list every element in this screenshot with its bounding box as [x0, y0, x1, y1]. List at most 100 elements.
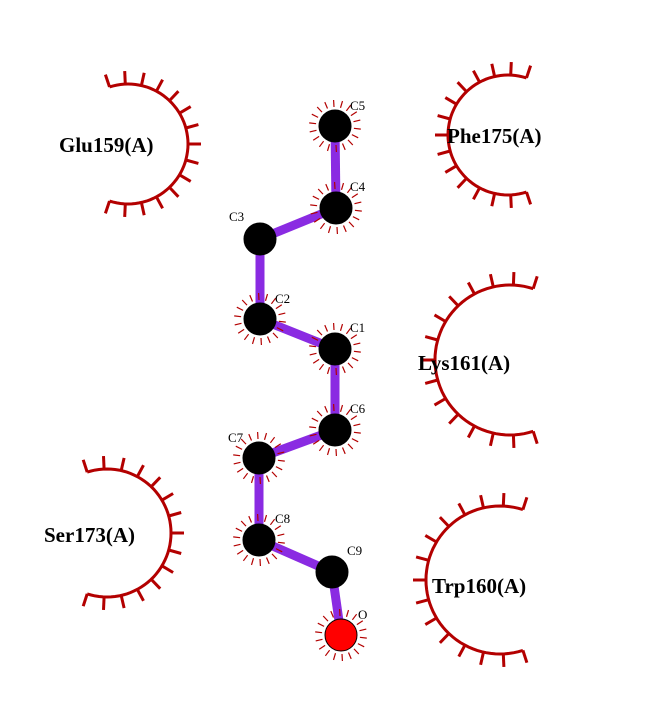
contact-spoke: [351, 613, 358, 621]
contact-spoke: [357, 643, 365, 648]
contact-spoke: [241, 299, 248, 306]
contact-spoke: [353, 119, 361, 123]
contact-spoke: [341, 366, 346, 374]
contact-spoke: [342, 225, 347, 233]
atom-label-c8: C8: [275, 511, 290, 526]
contact-spoke: [317, 622, 325, 627]
residue-arc-spoke: [178, 173, 192, 183]
residue-arc-spoke: [466, 281, 476, 295]
contact-spoke: [339, 323, 344, 331]
atom-c1: [318, 332, 352, 366]
contact-spoke: [309, 433, 317, 437]
contact-spoke: [251, 337, 256, 345]
contact-spoke: [330, 610, 335, 618]
residue-arc-spoke: [178, 105, 192, 115]
contact-spoke: [319, 222, 326, 230]
atom-c5: [318, 109, 352, 143]
contact-spoke: [339, 100, 344, 108]
contact-spoke: [265, 557, 270, 565]
atom-c8: [242, 523, 276, 557]
contact-spoke: [271, 553, 278, 560]
residue-arc-spoke: [424, 616, 438, 626]
atom-label-c4: C4: [350, 179, 366, 194]
contact-spoke: [318, 444, 325, 452]
residue-arc-spoke: [525, 65, 533, 79]
contact-spoke: [248, 515, 253, 523]
contact-spoke: [340, 182, 345, 190]
contact-spokes-o: [315, 608, 367, 662]
residue-arc-spoke: [437, 114, 451, 121]
residue-arc-spoke: [139, 202, 146, 216]
residue-arc-spoke: [472, 187, 481, 201]
contact-spoke: [353, 648, 360, 655]
contact-spoke: [350, 111, 358, 117]
contact-spoke: [341, 447, 346, 455]
residue-arc-spoke: [490, 63, 497, 77]
contact-spoke: [351, 357, 359, 362]
residue-arc-spoke: [437, 149, 451, 156]
contact-spokes-c8: [233, 513, 285, 567]
residue-arc-spoke: [501, 493, 506, 507]
contact-spoke: [353, 342, 361, 346]
contact-spoke: [325, 183, 330, 191]
contact-spoke: [326, 367, 331, 375]
atom-label-c6: C6: [350, 401, 366, 416]
residue-arc-spoke: [525, 191, 533, 205]
contact-spoke: [345, 609, 350, 617]
contact-spoke: [274, 525, 282, 531]
residue-arc-spoke: [531, 275, 539, 290]
contact-spoke: [351, 193, 359, 199]
contact-spoke: [278, 312, 286, 316]
residue-arc-spoke: [466, 425, 476, 439]
residue-arc-spoke: [444, 164, 458, 174]
atom-label-c1: C1: [350, 320, 365, 335]
contact-spoke: [353, 423, 361, 427]
residue-arc-spoke: [139, 72, 146, 86]
residue-arc-spoke: [168, 186, 180, 198]
contact-spoke: [236, 306, 244, 311]
contact-spoke: [275, 304, 283, 310]
atom-c2: [243, 302, 277, 336]
residue-arc-spoke: [438, 632, 450, 644]
residue-arc-spoke: [155, 196, 164, 210]
residue-arc-spoke: [448, 413, 460, 425]
contact-spoke: [265, 475, 270, 483]
residue-arc-spoke: [185, 158, 199, 165]
residue-arc-spoke: [488, 432, 495, 447]
contact-spoke: [353, 350, 361, 353]
contact-spokes-c7: [233, 431, 285, 485]
residue-label-phe175: Phe175(A): [447, 124, 541, 148]
residue-arc-phe175: [435, 62, 533, 208]
residue-label-glu159: Glu159(A): [59, 133, 154, 157]
contact-spoke: [275, 466, 283, 471]
contact-spoke: [315, 631, 323, 634]
residue-arc-spoke: [490, 193, 497, 207]
contact-spoke: [309, 129, 317, 133]
residue-arc-spoke: [448, 295, 460, 307]
residue-arc-trp160: [413, 493, 529, 667]
contact-spoke: [339, 404, 344, 412]
residue-arc-spoke: [501, 653, 506, 667]
contact-spoke: [277, 451, 285, 455]
contact-spoke: [310, 204, 318, 207]
residue-label-trp160: Trp160(A): [432, 574, 526, 598]
contact-spoke: [324, 101, 329, 109]
residue-arc-spoke: [433, 397, 447, 407]
residue-arc-spoke: [457, 502, 467, 516]
contact-spoke: [233, 454, 241, 457]
residue-arc-spoke: [509, 194, 513, 208]
residue-arc-spoke: [168, 548, 182, 555]
residue-arc-spoke: [472, 69, 481, 83]
contact-spoke: [236, 549, 244, 555]
contact-spoke: [309, 345, 317, 348]
contact-spoke: [347, 443, 354, 450]
residue-arc-spoke: [168, 90, 180, 102]
contact-spoke: [242, 554, 249, 562]
contact-spoke: [269, 518, 276, 526]
residue-arc-spoke: [509, 62, 513, 76]
contact-spoke: [316, 106, 323, 113]
residue-arc-spoke: [511, 434, 516, 448]
contact-spoke: [277, 541, 285, 544]
contact-spoke: [345, 327, 352, 335]
